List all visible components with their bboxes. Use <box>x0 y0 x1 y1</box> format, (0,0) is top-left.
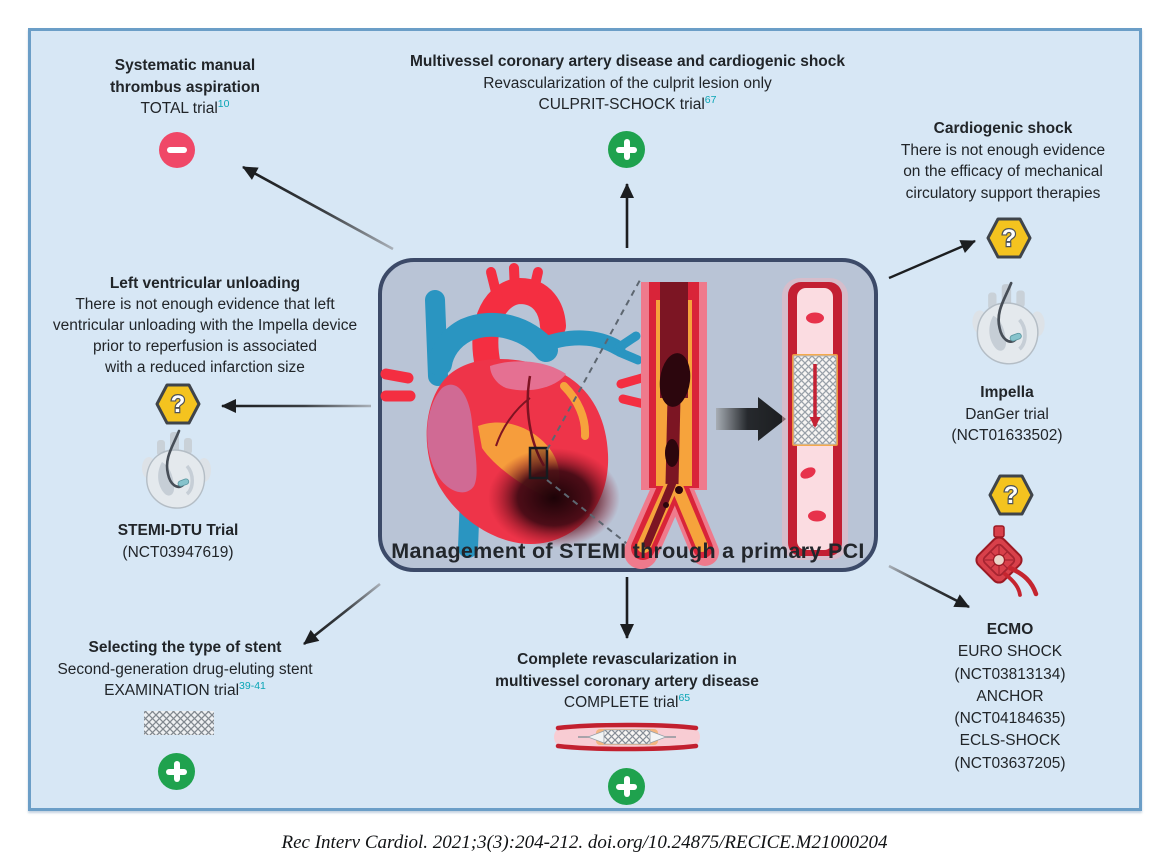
block-text: ventricular unloading with the Impella d… <box>52 317 358 334</box>
central-illustration: Management of STEMI through a primary PC… <box>378 258 878 572</box>
block-text: There is not enough evidence that left <box>75 296 335 313</box>
trial-name: TOTAL trial10 <box>140 97 230 117</box>
heart-impella-icon <box>142 429 211 509</box>
reference-superscript: 65 <box>678 691 691 704</box>
svg-text:?: ? <box>1004 482 1019 509</box>
block-title: ECMO <box>986 621 1034 638</box>
block-text: on the efficacy of mechanical <box>903 163 1103 180</box>
positive-icon <box>158 753 195 790</box>
reference-superscript: 39-41 <box>239 679 266 692</box>
trial-name: DanGer trial <box>965 405 1049 423</box>
question-icon: ? <box>986 217 1032 259</box>
block-text: prior to reperfusion is associated <box>92 338 317 355</box>
block-subtitle: Revascularization of the culprit lesion … <box>483 74 772 92</box>
positive-icon <box>608 768 645 805</box>
svg-text:?: ? <box>1002 225 1017 252</box>
negative-icon <box>159 132 195 168</box>
stemi-pci-illustration: Management of STEMI through a primary PC… <box>378 258 878 572</box>
reference-superscript: 67 <box>704 93 717 106</box>
question-icon: ? <box>988 474 1034 516</box>
block-title: Complete revascularization in <box>517 651 737 668</box>
trial-name: STEMI-DTU Trial <box>117 522 239 539</box>
stent-icon <box>144 711 214 735</box>
trial-name: EXAMINATION trial39-41 <box>104 679 266 699</box>
trial-nct: (NCT01633502) <box>951 427 1063 444</box>
block-text: circulatory support therapies <box>905 184 1101 202</box>
question-icon: ? <box>155 383 201 425</box>
citation: Rec Interv Cardiol. 2021;3(3):204-212. d… <box>281 832 888 853</box>
block-thrombus-aspiration: Systematic manual thrombus aspiration TO… <box>40 55 330 120</box>
trial-name: ANCHOR <box>976 687 1044 705</box>
block-cardiogenic-shock: Cardiogenic shock There is not enough ev… <box>872 118 1134 204</box>
trial-name: EURO SHOCK <box>957 643 1063 661</box>
reference-superscript: 10 <box>217 97 230 110</box>
trial-name: CULPRIT-SCHOCK trial67 <box>538 93 717 113</box>
center-caption: Management of STEMI through a primary PC… <box>391 539 864 563</box>
block-multivessel-cardiogenic-shock: Multivessel coronary artery disease and … <box>375 51 880 116</box>
block-complete-revasc: Complete revascularization in multivesse… <box>440 649 814 714</box>
occluded-artery-illustration <box>624 282 719 569</box>
heart-illustration <box>380 263 649 558</box>
block-title: Impella <box>980 384 1034 401</box>
trial-nct: (NCT03947619) <box>122 543 234 561</box>
block-title: thrombus aspiration <box>110 78 260 96</box>
flow-arrow-icon <box>716 397 786 441</box>
lesion-zoom-rectangle <box>528 446 549 480</box>
block-title: multivessel coronary artery disease <box>495 672 759 690</box>
trial-nct: (NCT03637205) <box>954 754 1066 772</box>
zoom-dashed-line <box>546 479 641 555</box>
positive-icon <box>608 131 645 168</box>
block-title: Left ventricular unloading <box>109 275 301 292</box>
block-title: Systematic manual <box>114 57 256 74</box>
block-lv-unloading: Left ventricular unloading There is not … <box>22 273 388 378</box>
block-stemi-dtu: STEMI-DTU Trial (NCT03947619) <box>58 520 298 563</box>
block-text: with a reduced infarction size <box>105 359 305 376</box>
trial-nct: (NCT03813134) <box>954 665 1066 683</box>
stented-artery-illustration <box>782 278 848 560</box>
block-impella: Impella DanGer trial (NCT01633502) <box>900 382 1114 447</box>
trial-name: COMPLETE trial65 <box>563 691 691 711</box>
block-title: Selecting the type of stent <box>88 639 282 656</box>
block-subtitle: Second-generation drug-eluting stent <box>57 660 313 678</box>
block-ecmo: ECMO EURO SHOCK (NCT03813134) ANCHOR (NC… <box>915 619 1105 775</box>
ecmo-pump-icon <box>975 525 1039 597</box>
block-title: Multivessel coronary artery disease and … <box>409 53 846 70</box>
stented-artery-icon <box>554 722 700 752</box>
trial-name: ECLS-SHOCK <box>959 732 1061 750</box>
heart-impella-icon <box>972 281 1045 365</box>
svg-text:?: ? <box>171 391 186 418</box>
trial-nct: (NCT04184635) <box>954 710 1066 728</box>
block-title: Cardiogenic shock <box>933 120 1073 137</box>
block-stent-type: Selecting the type of stent Second-gener… <box>25 637 345 702</box>
block-text: There is not enough evidence <box>900 141 1106 159</box>
